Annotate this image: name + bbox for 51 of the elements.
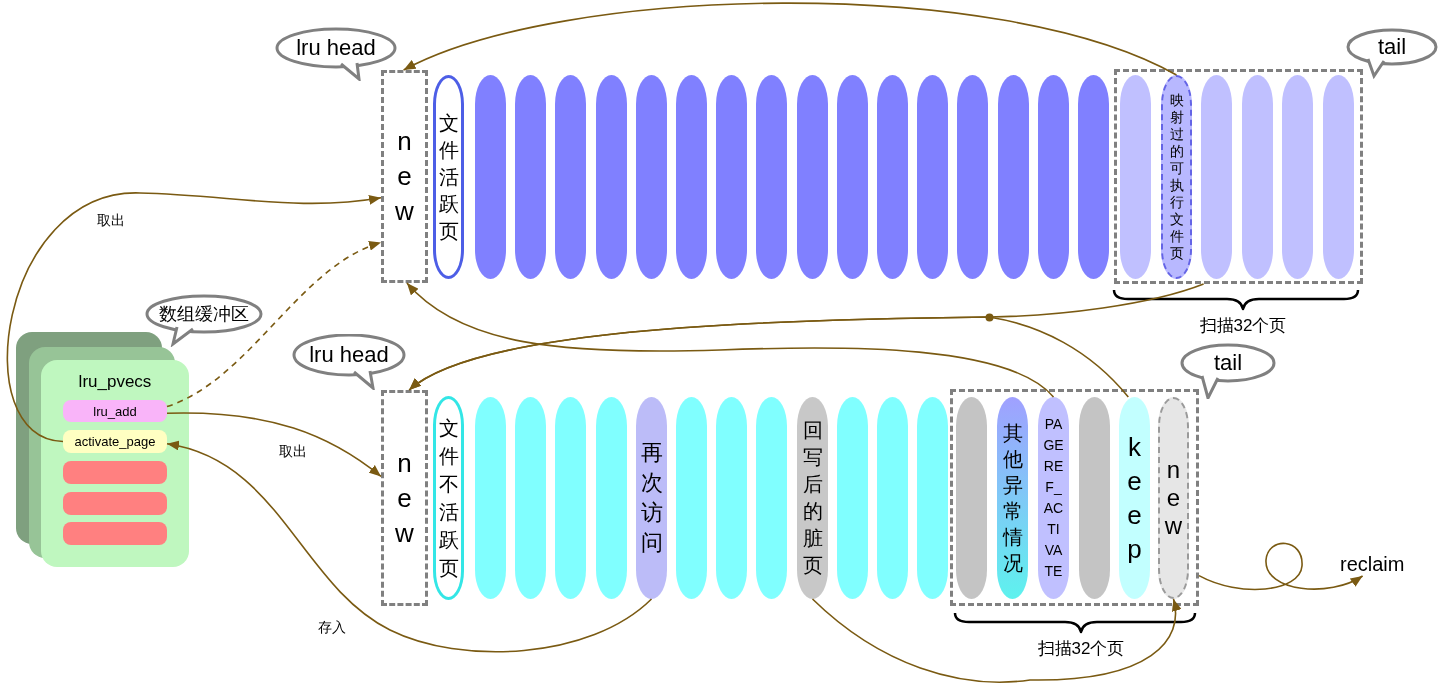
page-bar bbox=[1161, 75, 1192, 279]
curved-arrow bbox=[408, 316, 1130, 398]
entry-text: activate_page bbox=[74, 434, 156, 449]
list-entry bbox=[63, 430, 167, 453]
bubble-text: tail bbox=[1213, 350, 1243, 376]
bubble-text: lru head bbox=[296, 35, 376, 61]
list-entry bbox=[63, 522, 167, 545]
vertical-text: new bbox=[1164, 456, 1183, 540]
page-bar bbox=[1242, 75, 1273, 279]
curved-arrow bbox=[1198, 542, 1364, 591]
dashed-slot bbox=[381, 70, 428, 283]
brace-label: 扫描32个页 bbox=[1199, 315, 1287, 337]
vertical-text: 回写后的脏页 bbox=[802, 418, 823, 578]
list-entry bbox=[63, 400, 167, 422]
card-stack bbox=[16, 332, 189, 567]
curved-arrow bbox=[811, 598, 1181, 683]
curved-arrow bbox=[402, 2, 1178, 76]
page-bar bbox=[756, 397, 787, 599]
curved-arrow bbox=[166, 412, 382, 478]
bubble-text: 数组缓冲区 bbox=[159, 303, 249, 326]
page-bar bbox=[1201, 75, 1232, 279]
vertical-text: new bbox=[395, 446, 414, 550]
vertical-text: 文件不活跃页 bbox=[438, 416, 459, 581]
vertical-text: 文件活跃页 bbox=[438, 110, 459, 244]
entry-text: lru_add bbox=[93, 403, 137, 419]
page-bar bbox=[1323, 75, 1354, 279]
brace-label: 扫描32个页 bbox=[1037, 638, 1125, 660]
page-bar bbox=[1282, 75, 1313, 279]
vertical-text: 再次访问 bbox=[640, 439, 663, 557]
dashed-frame bbox=[950, 389, 1199, 606]
page-bar bbox=[756, 75, 787, 279]
curved-arrow bbox=[6, 192, 382, 443]
dashed-arrow bbox=[166, 241, 382, 408]
edge-label: 存入 bbox=[316, 619, 348, 637]
curved-arrow bbox=[406, 282, 1055, 398]
vertical-text: new bbox=[395, 125, 414, 228]
page-bar bbox=[1119, 397, 1150, 599]
curved-arrow bbox=[166, 441, 653, 653]
dashed-frame bbox=[1114, 69, 1363, 284]
vertical-text: 映射过的可执行文件页 bbox=[1169, 92, 1184, 262]
list-entry bbox=[63, 492, 167, 515]
page-text: PAGEREF_ACTIVATE bbox=[1043, 415, 1064, 581]
dashed-slot bbox=[381, 390, 428, 606]
vertical-text: 其他异常情况 bbox=[1002, 421, 1023, 576]
page-bar bbox=[1120, 75, 1151, 279]
bubble-text: tail bbox=[1377, 34, 1407, 60]
vertical-text: keep bbox=[1127, 431, 1142, 566]
bubble-text: lru head bbox=[309, 342, 389, 368]
card-title: lru_pvecs bbox=[77, 372, 153, 392]
list-entry bbox=[63, 461, 167, 484]
end-label: reclaim bbox=[1340, 553, 1405, 576]
